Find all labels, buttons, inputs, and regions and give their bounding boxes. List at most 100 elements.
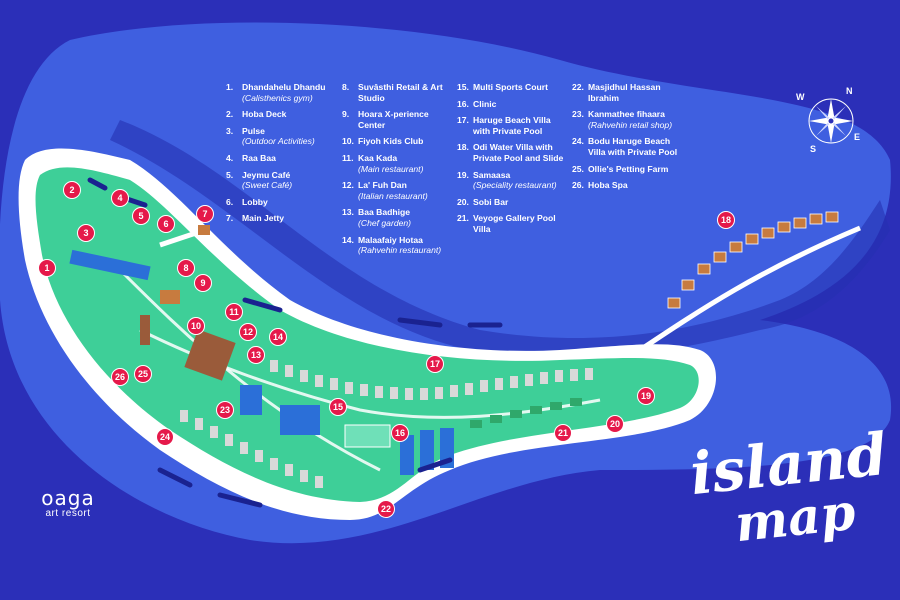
legend-subtitle: (Chef garden) (358, 217, 412, 228)
legend-name: Hoba Spa (588, 180, 628, 191)
legend-number: 3. (226, 125, 234, 136)
legend-text: Sobi Bar (473, 197, 508, 208)
resort-logo: oaga art resort (32, 488, 104, 519)
compass-icon (808, 98, 854, 144)
legend-number: 13. (342, 207, 354, 218)
legend-name: Main Jetty (242, 213, 285, 224)
legend-name: Hoara X-perience Center (358, 109, 429, 130)
legend-text: Suvâsthi Retail & Art Studio (358, 82, 450, 103)
legend-number: 25. (572, 163, 584, 174)
legend-text: Hoba Deck (242, 109, 286, 120)
legend-number: 15. (457, 82, 469, 92)
legend-text: Dhandahelu Dhandu(Calisthenics gym) (242, 82, 326, 103)
compass-west: W (796, 92, 805, 102)
map-marker-17[interactable]: 17 (426, 355, 444, 373)
legend-item: 26. Hoba Spa (572, 180, 682, 191)
map-marker-16[interactable]: 16 (391, 424, 409, 442)
map-marker-2[interactable]: 2 (63, 181, 81, 199)
legend-text: Fiyoh Kids Club (358, 136, 423, 147)
legend-text: Haruge Beach Villa with Private Pool (473, 115, 567, 136)
legend-item: 8.Suvâsthi Retail & Art Studio (342, 82, 450, 103)
map-marker-19[interactable]: 19 (637, 387, 655, 405)
legend-number: 10. (342, 136, 354, 147)
legend-item: 20.Sobi Bar (457, 197, 567, 208)
legend-number: 26. (572, 180, 584, 191)
legend-item: 11.Kaa Kada(Main restaurant) (342, 153, 450, 174)
legend-number: 12. (342, 180, 354, 191)
legend-text: Jeymu Café(Sweet Café) (242, 170, 292, 191)
legend-name: Samaasa (473, 169, 511, 180)
legend-number: 16. (457, 98, 469, 109)
legend-text: Bodu Haruge Beach Villa with Private Poo… (588, 136, 682, 157)
map-marker-10[interactable]: 10 (187, 317, 205, 335)
legend-column-2: 8.Suvâsthi Retail & Art Studio 9.Hoara X-… (342, 82, 450, 262)
legend-number: 21. (457, 213, 469, 224)
legend-text: Lobby (242, 197, 268, 208)
legend-item: 13. Baa Badhige(Chef garden) (342, 207, 450, 228)
map-marker-18[interactable]: 18 (717, 211, 735, 229)
map-marker-9[interactable]: 9 (194, 274, 212, 292)
legend-item: 23. Kanmathee fihaara(Rahvehin retail sho… (572, 109, 682, 130)
compass-south: S (810, 144, 817, 154)
legend-number: 1. (226, 82, 234, 92)
legend-item: 3. Pulse(Outdoor Activities) (226, 126, 334, 147)
legend-item: 15. Multi Sports Court (457, 82, 567, 93)
map-marker-15[interactable]: 15 (329, 398, 347, 416)
legend-subtitle: (Outdoor Activities) (242, 136, 315, 147)
map-marker-7[interactable]: 7 (196, 205, 214, 223)
legend-number: 18. (457, 142, 469, 153)
legend-item: 9.Hoara X-perience Center (342, 109, 450, 130)
legend-text: Kanmathee fihaara(Rahvehin retail shop) (588, 109, 672, 130)
legend-number: 7. (226, 213, 234, 224)
map-marker-14[interactable]: 14 (269, 328, 287, 346)
legend-subtitle: (Calisthenics gym) (242, 92, 313, 103)
legend-item: 18.Odi Water Villa with Private Pool and… (457, 142, 567, 163)
map-marker-5[interactable]: 5 (132, 207, 150, 225)
legend-name: Malaafaiy Hotaa (358, 234, 423, 245)
map-marker-8[interactable]: 8 (177, 259, 195, 277)
legend-text: Pulse(Outdoor Activities) (242, 126, 315, 147)
legend-name: Baa Badhige (358, 207, 411, 218)
legend-text: Clinic (473, 99, 496, 110)
legend-item: 6. Lobby (226, 197, 334, 208)
map-marker-6[interactable]: 6 (157, 215, 175, 233)
legend-name: Ollie's Petting Farm (588, 163, 669, 174)
legend-name: Masjidhul Hassan Ibrahim (588, 82, 661, 103)
legend-subtitle: (Main restaurant) (358, 163, 424, 174)
legend-item: 1. Dhandahelu Dhandu(Calisthenics gym) (226, 82, 334, 103)
legend-number: 11. (342, 152, 354, 163)
map-marker-4[interactable]: 4 (111, 189, 129, 207)
map-marker-1[interactable]: 1 (38, 259, 56, 277)
map-marker-22[interactable]: 22 (377, 500, 395, 518)
map-marker-26[interactable]: 26 (111, 368, 129, 386)
legend-name: Fiyoh Kids Club (358, 136, 424, 147)
legend-number: 2. (226, 109, 234, 120)
map-marker-12[interactable]: 12 (239, 323, 257, 341)
legend-number: 23. (572, 109, 584, 120)
legend-item: 14.Malaafaiy Hotaa(Rahvehin restaurant) (342, 235, 450, 256)
legend-text: Masjidhul Hassan Ibrahim (588, 82, 682, 103)
legend-text: Veyoge Gallery Pool Villa (473, 213, 567, 234)
map-marker-11[interactable]: 11 (225, 303, 243, 321)
map-marker-25[interactable]: 25 (134, 365, 152, 383)
legend-text: Malaafaiy Hotaa(Rahvehin restaurant) (358, 235, 441, 256)
legend-text: Main Jetty (242, 213, 284, 224)
legend-text: Raa Baa (242, 153, 276, 164)
legend-item: 21. Veyoge Gallery Pool Villa (457, 213, 567, 234)
legend-item: 10. Fiyoh Kids Club (342, 136, 450, 147)
map-marker-24[interactable]: 24 (156, 428, 174, 446)
map-marker-3[interactable]: 3 (77, 224, 95, 242)
legend-name: Haruge Beach Villa with Private Pool (473, 115, 551, 136)
legend-text: Hoba Spa (588, 180, 628, 191)
map-marker-21[interactable]: 21 (554, 424, 572, 442)
map-marker-20[interactable]: 20 (606, 415, 624, 433)
legend-number: 6. (226, 196, 234, 207)
map-marker-13[interactable]: 13 (247, 346, 265, 364)
logo-tagline: art resort (45, 508, 91, 519)
map-marker-23[interactable]: 23 (216, 401, 234, 419)
legend-text: Multi Sports Court (473, 82, 548, 93)
map-title-line2: map (732, 481, 859, 554)
